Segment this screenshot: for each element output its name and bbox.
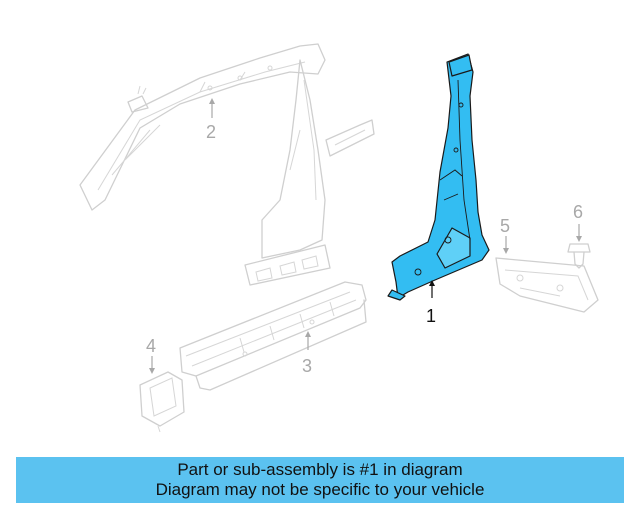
callout-5: 5 bbox=[500, 216, 510, 254]
svg-text:3: 3 bbox=[302, 356, 312, 376]
svg-text:5: 5 bbox=[500, 216, 510, 236]
callout-6: 6 bbox=[573, 202, 583, 242]
part-4-bracket bbox=[139, 371, 185, 433]
banner-line-part: Part or sub-assembly is #1 in diagram bbox=[177, 460, 463, 479]
callout-2: 2 bbox=[206, 98, 216, 142]
part-2-roof-rail bbox=[79, 43, 375, 286]
svg-text:4: 4 bbox=[146, 336, 156, 356]
callout-3: 3 bbox=[302, 331, 312, 376]
callout-1: 1 bbox=[426, 280, 436, 326]
banner-line-disclaimer: Diagram may not be specific to your vehi… bbox=[155, 480, 485, 499]
svg-text:1: 1 bbox=[426, 306, 436, 326]
part-3-rocker-sill bbox=[179, 281, 367, 391]
svg-text:2: 2 bbox=[206, 122, 216, 142]
svg-text:6: 6 bbox=[573, 202, 583, 222]
callout-4: 4 bbox=[146, 336, 156, 374]
part-5-trim-panel bbox=[495, 257, 599, 313]
part-6-clip bbox=[567, 243, 591, 269]
part-1-pillar-highlighted[interactable] bbox=[387, 53, 490, 301]
info-banner: Part or sub-assembly is #1 in diagram Di… bbox=[16, 457, 624, 503]
